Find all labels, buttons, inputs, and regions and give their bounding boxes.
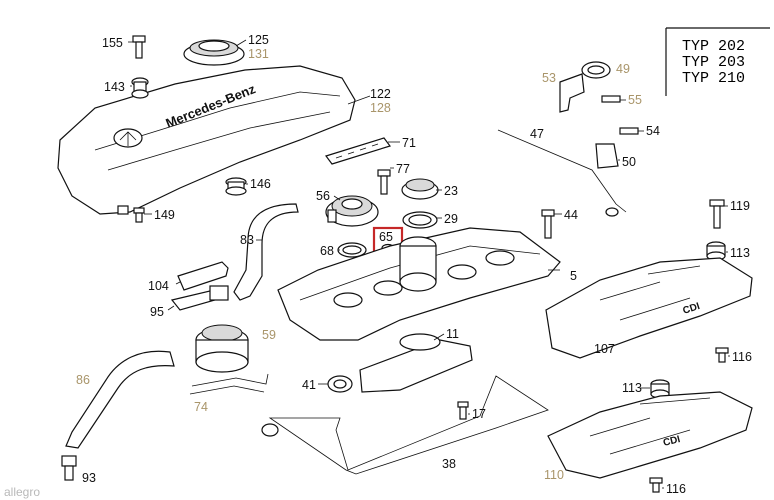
label-93: 93 <box>82 471 96 485</box>
breather-valve-56 <box>325 195 379 227</box>
label-50: 50 <box>622 155 636 169</box>
label-122: 122 <box>370 87 391 101</box>
label-38: 38 <box>442 457 456 471</box>
type-line-3: TYP 210 <box>682 70 745 87</box>
label-47: 47 <box>530 127 544 141</box>
type-line-1: TYP 202 <box>682 38 745 55</box>
label-11: 11 <box>446 327 459 341</box>
engine-cover-upper: Mercedes-Benz <box>57 65 356 215</box>
label-143: 143 <box>104 80 125 94</box>
label-68: 68 <box>320 244 334 258</box>
label-41: 41 <box>302 378 316 392</box>
screw-116-upper <box>715 347 729 363</box>
clip-50 <box>595 143 619 169</box>
seal-ring-68 <box>337 242 367 258</box>
label-59: 59 <box>262 328 276 342</box>
leader-lines <box>128 39 730 489</box>
bolt-54 <box>619 127 639 135</box>
label-149: 149 <box>154 208 175 222</box>
grommet-146 <box>225 177 247 196</box>
label-55: 55 <box>628 93 642 107</box>
seal-strip-71 <box>325 137 391 165</box>
label-95: 95 <box>150 305 164 319</box>
cover-cdi-text: CDI <box>682 301 702 317</box>
bolt-44 <box>541 209 555 239</box>
label-44: 44 <box>564 208 578 222</box>
label-113-lower: 113 <box>622 381 642 395</box>
label-131: 131 <box>248 47 269 61</box>
part-labels: 155 125 131 143 122 128 71 146 149 77 56… <box>76 33 752 496</box>
gasket-38 <box>261 375 549 475</box>
label-128: 128 <box>370 101 391 115</box>
label-29: 29 <box>444 212 458 226</box>
hose-86 <box>65 350 175 449</box>
valve-59 <box>195 324 249 373</box>
label-116-lower: 116 <box>666 482 686 496</box>
bolt-77 <box>377 169 391 195</box>
clip-41 <box>327 375 353 393</box>
label-65: 65 <box>379 230 393 244</box>
screw-149 <box>133 207 145 223</box>
label-107: 107 <box>594 342 615 356</box>
cover-110: CDI <box>547 391 753 479</box>
seal-ring-29 <box>402 211 438 229</box>
label-113-upper: 113 <box>730 246 750 260</box>
grommet-113-upper <box>706 241 726 261</box>
cover-cdi-text-2: CDI <box>662 434 682 449</box>
part-93 <box>61 455 77 481</box>
label-116-upper: 116 <box>732 350 752 364</box>
bracket-74 <box>189 373 269 395</box>
screw-116-lower <box>649 477 663 493</box>
label-146: 146 <box>250 177 271 191</box>
label-110: 110 <box>544 468 564 482</box>
type-box: TYP 202 TYP 203 TYP 210 <box>665 27 770 96</box>
label-17: 17 <box>472 407 486 421</box>
cover-107: CDI <box>545 257 753 359</box>
label-56: 56 <box>316 189 330 203</box>
label-53: 53 <box>542 71 556 85</box>
pipe-95 <box>170 285 229 311</box>
type-line-2: TYP 203 <box>682 54 745 71</box>
rod-47 <box>497 129 627 217</box>
bolt-17 <box>457 401 469 420</box>
label-49: 49 <box>616 62 630 76</box>
label-83: 83 <box>240 233 254 247</box>
bolt-119 <box>709 199 725 229</box>
cylinder-head-cover <box>277 227 561 341</box>
label-125: 125 <box>248 33 269 47</box>
label-86: 86 <box>76 373 90 387</box>
bracket-53 <box>559 73 585 113</box>
bolt-155 <box>132 35 146 59</box>
label-23: 23 <box>444 184 458 198</box>
grommet-113-lower <box>650 379 670 399</box>
label-71: 71 <box>402 136 416 150</box>
cap-23 <box>401 178 439 200</box>
label-104: 104 <box>148 279 169 293</box>
label-77: 77 <box>396 162 410 176</box>
hose-83 <box>233 203 299 301</box>
screw-55 <box>601 95 621 103</box>
oil-separator-11 <box>359 333 473 393</box>
label-74: 74 <box>194 400 208 414</box>
label-119: 119 <box>730 199 750 213</box>
label-54: 54 <box>646 124 660 138</box>
oil-filler-cap <box>183 39 245 66</box>
clamp-49 <box>581 61 611 79</box>
pipe-104 <box>177 261 229 291</box>
label-5: 5 <box>570 269 577 283</box>
watermark: allegro <box>4 485 40 499</box>
grommet-143 <box>131 77 149 99</box>
label-155: 155 <box>102 36 123 50</box>
